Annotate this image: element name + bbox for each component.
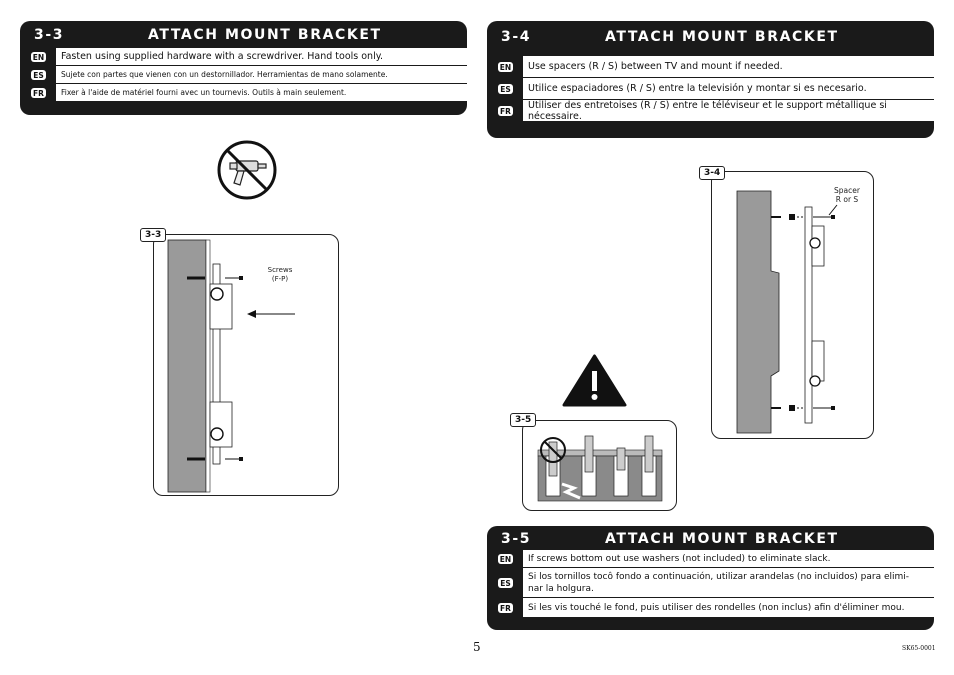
instruction-text: Sujete con partes que vienen con un dest… xyxy=(56,66,467,84)
lang-tag: FR xyxy=(498,603,513,613)
section-3-4-header: 3-4 ATTACH MOUNT BRACKET xyxy=(487,21,934,55)
figure-label: 3-5 xyxy=(510,413,537,427)
figure-label: 3-3 xyxy=(140,228,167,242)
page-number: 5 xyxy=(473,640,481,654)
instruction-row-es: ES Si los tornillos tocô fondo a continu… xyxy=(487,568,934,598)
screws-label: Screws (F-P) xyxy=(263,266,297,284)
screws-label-line2: (F-P) xyxy=(271,275,289,283)
lang-tag: ES xyxy=(31,70,46,80)
instruction-text: Utilice espaciadores (R / S) entre la te… xyxy=(523,78,934,100)
step-number: 3-3 xyxy=(34,27,65,43)
instruction-text: Si les vis touché le fond, puis utiliser… xyxy=(523,598,934,618)
document-code: SK65-0001 xyxy=(902,645,936,652)
section-3-4: 3-4 ATTACH MOUNT BRACKET EN Use spacers … xyxy=(487,21,934,138)
lang-tag: EN xyxy=(498,554,513,564)
instruction-row-fr: FR Si les vis touché le fond, puis utili… xyxy=(487,598,934,618)
lang-tag: FR xyxy=(498,106,513,116)
instruction-text: Utiliser des entretoises (R / S) entre l… xyxy=(523,100,934,122)
lang-tag: ES xyxy=(498,578,513,588)
lang-tag: EN xyxy=(498,62,513,72)
step-number: 3-4 xyxy=(501,29,532,45)
section-title: ATTACH MOUNT BRACKET xyxy=(605,531,839,547)
section-3-5-header: 3-5 ATTACH MOUNT BRACKET xyxy=(487,526,934,552)
section-title: ATTACH MOUNT BRACKET xyxy=(148,27,382,43)
instruction-row-en: EN Use spacers (R / S) between TV and mo… xyxy=(487,56,934,78)
screws-label-line1: Screws xyxy=(267,266,293,274)
section-title: ATTACH MOUNT BRACKET xyxy=(605,29,839,45)
warning-icon xyxy=(562,354,627,407)
no-power-drill-icon xyxy=(217,140,277,200)
instruction-text: Si los tornillos tocô fondo a continuaci… xyxy=(523,568,934,598)
instruction-text: Fasten using supplied hardware with a sc… xyxy=(56,48,467,66)
lang-tag: FR xyxy=(31,88,46,98)
instruction-row-en: EN If screws bottom out use washers (not… xyxy=(487,550,934,568)
instruction-text: Fixer à l'aide de matériel fourni avec u… xyxy=(56,84,467,102)
section-3-3-header: 3-3 ATTACH MOUNT BRACKET xyxy=(20,21,467,47)
section-3-5: 3-5 ATTACH MOUNT BRACKET EN If screws bo… xyxy=(487,526,934,630)
spacer-label-line2: R or S xyxy=(835,195,859,204)
figure-label: 3-4 xyxy=(699,166,726,180)
figure-3-4-drawing xyxy=(736,190,838,434)
lang-tag: EN xyxy=(31,52,46,62)
instruction-text: Use spacers (R / S) between TV and mount… xyxy=(523,56,934,78)
instruction-row-en: EN Fasten using supplied hardware with a… xyxy=(20,48,467,66)
spacer-label-line1: Spacer xyxy=(834,186,860,195)
instruction-row-es: ES Sujete con partes que vienen con un d… xyxy=(20,66,467,84)
step-number: 3-5 xyxy=(501,531,532,547)
figure-3-5-drawing xyxy=(537,435,663,502)
instruction-row-fr: FR Utiliser des entretoises (R / S) entr… xyxy=(487,100,934,122)
figure-3-3-drawing xyxy=(167,239,295,493)
lang-tag: ES xyxy=(498,84,513,94)
section-3-3: 3-3 ATTACH MOUNT BRACKET EN Fasten using… xyxy=(20,21,467,115)
instruction-row-es: ES Utilice espaciadores (R / S) entre la… xyxy=(487,78,934,100)
instruction-row-fr: FR Fixer à l'aide de matériel fourni ave… xyxy=(20,84,467,102)
spacer-label: Spacer R or S xyxy=(826,186,868,204)
instruction-text: If screws bottom out use washers (not in… xyxy=(523,550,934,568)
